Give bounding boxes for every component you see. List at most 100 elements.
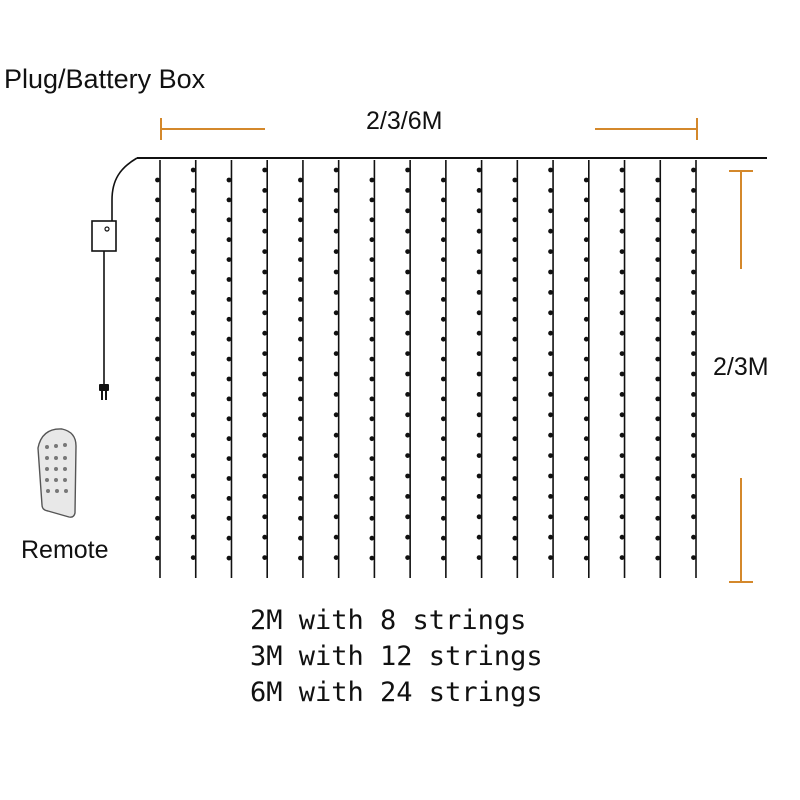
led-bead: [512, 336, 518, 342]
led-bead: [226, 416, 232, 422]
led-bead: [440, 515, 446, 521]
led-bead: [655, 336, 661, 342]
led-bead: [226, 555, 232, 561]
led-bead: [583, 555, 589, 561]
led-bead: [548, 228, 553, 234]
led-bead: [262, 514, 268, 520]
led-bead: [369, 217, 375, 223]
light-string: [476, 160, 483, 578]
led-bead: [405, 188, 411, 193]
led-bead: [619, 453, 625, 458]
led-bead: [476, 432, 482, 438]
led-bead: [333, 249, 339, 255]
led-bead: [405, 351, 411, 356]
led-bead: [369, 376, 375, 382]
led-bead: [512, 217, 518, 223]
led-bead: [476, 188, 482, 193]
led-bead: [476, 514, 482, 520]
led-bead: [262, 453, 268, 458]
led-bead: [333, 555, 339, 560]
light-string: [405, 160, 411, 578]
led-bead: [476, 330, 482, 336]
led-bead: [155, 555, 160, 561]
led-bead: [155, 177, 160, 183]
led-bead: [619, 310, 625, 316]
led-bead: [155, 277, 160, 282]
led-bead: [655, 476, 661, 481]
led-bead: [655, 237, 661, 243]
led-bead: [512, 496, 518, 501]
led-bead: [369, 456, 375, 461]
led-bead: [155, 217, 160, 223]
led-bead: [298, 177, 303, 183]
led-bead: [619, 432, 625, 438]
led-bead: [583, 197, 589, 203]
led-bead: [333, 494, 339, 499]
led-bead: [226, 277, 232, 282]
led-bead: [655, 496, 661, 501]
led-bead: [155, 356, 160, 362]
led-bead: [476, 290, 482, 295]
led-bead: [226, 515, 232, 521]
led-bead: [512, 515, 518, 521]
led-bead: [405, 392, 411, 397]
led-bead: [440, 277, 446, 282]
light-string: [548, 160, 554, 578]
led-bead: [440, 436, 446, 442]
led-bead: [262, 555, 268, 560]
led-bead: [262, 188, 268, 193]
led-bead: [512, 396, 518, 402]
led-bead: [262, 494, 268, 499]
led-bead: [405, 514, 411, 520]
led-bead: [691, 453, 696, 458]
led-bead: [583, 496, 589, 501]
led-bead: [655, 297, 661, 302]
led-bead: [190, 371, 196, 377]
led-bead: [691, 473, 696, 479]
led-bead: [512, 476, 518, 481]
led-bead: [262, 167, 268, 173]
led-bead: [333, 167, 339, 173]
led-bead: [226, 436, 232, 442]
led-bead: [262, 290, 268, 295]
led-bead: [440, 356, 446, 362]
led-bead: [298, 476, 303, 481]
led-bead: [655, 197, 661, 203]
led-bead: [262, 371, 268, 377]
led-bead: [583, 277, 589, 282]
led-bead: [369, 515, 375, 521]
led-bead: [619, 290, 625, 295]
led-bead: [619, 555, 625, 560]
led-bead: [405, 432, 411, 438]
led-bead: [548, 351, 553, 356]
led-bead: [190, 514, 196, 520]
led-bead: [333, 310, 339, 316]
led-bead: [440, 416, 446, 422]
led-bead: [655, 396, 661, 402]
led-bead: [405, 555, 411, 560]
led-bead: [619, 371, 625, 377]
led-bead: [440, 535, 446, 541]
led-bead: [655, 535, 661, 541]
led-bead: [190, 473, 196, 479]
led-bead: [583, 316, 589, 322]
led-bead: [512, 257, 518, 262]
led-bead: [548, 330, 553, 336]
led-bead: [333, 188, 339, 193]
led-bead: [583, 356, 589, 362]
led-bead: [226, 297, 232, 302]
led-bead: [583, 257, 589, 262]
led-bead: [440, 297, 446, 302]
led-bead: [583, 436, 589, 442]
led-bead: [619, 188, 625, 193]
led-bead: [405, 208, 411, 214]
led-bead: [476, 392, 482, 397]
led-bead: [369, 416, 375, 422]
led-bead: [226, 257, 232, 262]
led-bead: [619, 208, 625, 214]
led-bead: [655, 316, 661, 322]
led-bead: [405, 290, 411, 295]
led-bead: [548, 432, 553, 438]
led-bead: [369, 496, 375, 501]
led-bead: [476, 555, 482, 560]
